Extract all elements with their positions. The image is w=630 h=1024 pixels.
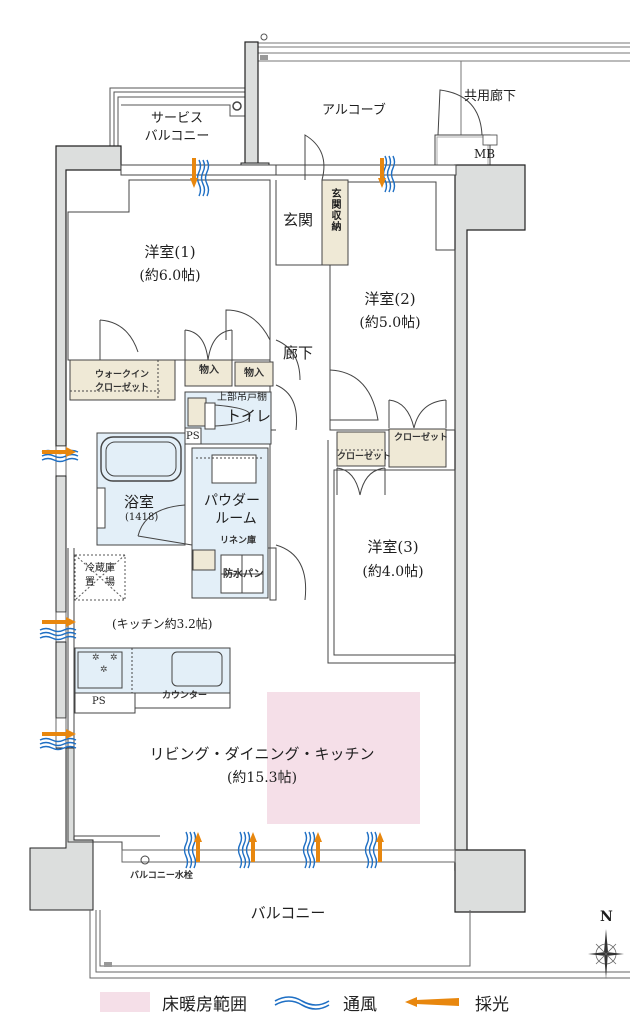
common-corridor-label: 共用廊下 [464,89,517,104]
svg-text:✲: ✲ [100,665,108,675]
bathroom-size: (1418) [125,512,159,523]
daylight-arrow-icon [405,997,459,1007]
western-room-3-name: 洋室(3) [367,538,419,556]
toilet-label: トイレ [226,407,272,425]
western-room-1-name: 洋室(1) [144,243,196,261]
upper-cabinet-label: 上部吊戸棚 [217,392,267,403]
waterproof-pan-label: 防水パン [223,569,264,580]
floor-heating-area [267,692,420,824]
service-balcony-label-2: バルコニー [144,129,210,144]
legend-daylight: 採光 [403,990,509,1015]
closet-a [336,431,386,467]
closet-b-label: クローゼット [394,433,449,443]
fridge-label-2: 置 場 [85,577,115,588]
common-corridor-rails [258,42,630,135]
legend-label: 採光 [475,994,509,1015]
hallway-label: 廊下 [283,344,314,362]
closet-a-label: クローゼット [337,452,392,462]
ps-toilet-label: PS [186,431,200,442]
western-room-3-size: (約4.0帖) [362,564,424,580]
fridge-label: 冷蔵庫 [85,563,115,574]
bathroom [96,432,186,546]
counter-label: カウンター [162,691,208,701]
compass-rose-icon [588,929,624,979]
compass: N [586,910,630,980]
alcove-label: アルコーブ [322,103,386,118]
walk-in-closet [69,359,176,401]
fridge-space [74,554,126,601]
closet-b [388,428,447,468]
mb-label: MB [474,147,496,161]
ventilation-wave-icon [274,996,330,1010]
kitchen-label: (キッチン約3.2帖) [112,617,213,631]
ldk-name: リビング・ダイニング・キッチン [149,745,375,763]
ldk-size: (約15.3帖) [226,770,298,786]
legend-label: 通風 [343,994,377,1015]
powder-room-label: パウダー [204,493,260,509]
balcony-faucet-label: バルコニー水栓 [130,871,193,881]
storage-2 [234,361,274,387]
storage-2-label: 物入 [244,368,264,379]
interior-walls [67,164,457,851]
western-room-2-name: 洋室(2) [364,290,416,308]
legend-label: 床暖房範囲 [162,994,247,1015]
service-balcony-label: サービス [150,111,204,126]
western-room-1-size: (約6.0帖) [139,268,201,284]
compass-north-label: N [600,909,613,925]
western-room-2-size: (約5.0帖) [359,315,421,331]
storage-1 [184,359,233,387]
legend: 床暖房範囲 通風 採光 [100,990,535,1015]
balcony-label: バルコニー [250,904,326,922]
linen-label: リネン庫 [220,536,257,546]
floor-heating-swatch-icon [100,992,150,1012]
svg-text:✲: ✲ [110,653,118,663]
walk-in-closet-label-2: クローゼット [94,383,150,393]
svg-text:✲: ✲ [92,653,100,663]
legend-floor-heating: 床暖房範囲 [100,990,247,1015]
storage-1-label: 物入 [199,365,219,376]
ps-kitchen-label: PS [92,696,106,707]
bathroom-name: 浴室 [124,493,155,511]
entrance-label: 玄関 [283,211,314,229]
legend-ventilation: 通風 [273,990,377,1015]
entrance-storage-label: 玄関収納 [329,188,340,232]
walk-in-closet-label: ウォークイン [94,370,150,380]
service-balcony [109,87,247,169]
powder-room-label-2: ルーム [215,511,257,527]
balcony-rails [89,849,630,979]
